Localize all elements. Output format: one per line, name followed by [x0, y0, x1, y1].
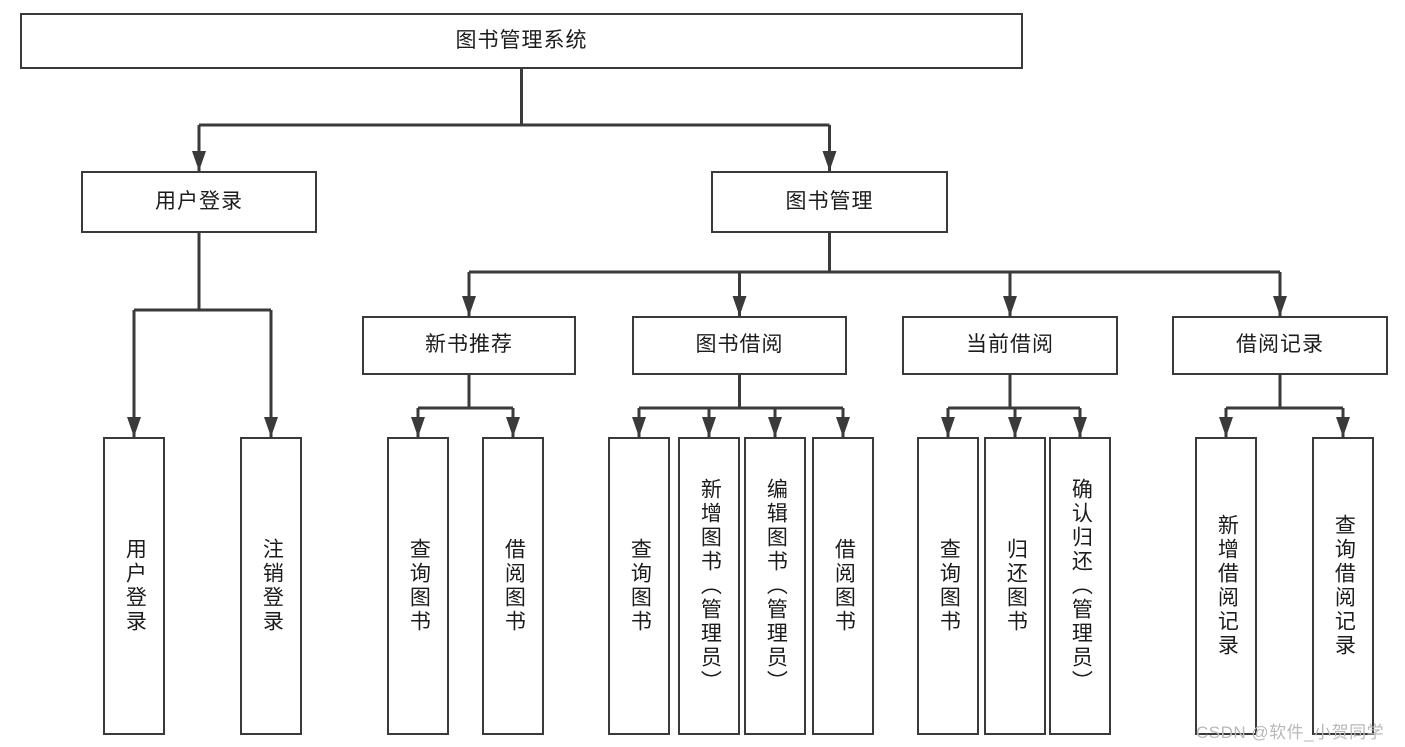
- node-root[interactable]: 图书管理系统: [20, 13, 1023, 69]
- edge-arrowhead: [192, 151, 206, 171]
- node-label-borrow-record: 借阅记录: [1236, 333, 1324, 357]
- node-label-user-login: 用户登录: [155, 189, 243, 213]
- edge-arrowhead: [506, 417, 520, 437]
- node-label-leaf-return-book: 归还图书: [1004, 538, 1028, 634]
- node-label-leaf-add-book: 新增图书（管理员）: [698, 478, 722, 694]
- node-leaf-query-record[interactable]: 查询借阅记录: [1312, 437, 1374, 735]
- node-label-book-borrow: 图书借阅: [695, 333, 784, 357]
- node-leaf-edit-book[interactable]: 编辑图书（管理员）: [744, 437, 806, 735]
- node-book-manage[interactable]: 图书管理: [711, 171, 948, 233]
- node-leaf-return-book[interactable]: 归还图书: [984, 437, 1046, 735]
- edge-arrowhead: [836, 417, 850, 437]
- edge-arrowhead: [632, 417, 646, 437]
- node-leaf-query-book-1[interactable]: 查询图书: [387, 437, 449, 735]
- node-label-leaf-confirm-return: 确认归还（管理员）: [1069, 478, 1093, 694]
- edge-arrowhead: [411, 417, 425, 437]
- node-label-leaf-query-record: 查询借阅记录: [1332, 514, 1356, 658]
- edge-arrowhead: [732, 296, 747, 316]
- edge-arrowhead: [1219, 417, 1233, 437]
- edge-arrowhead: [822, 151, 837, 171]
- node-leaf-confirm-return[interactable]: 确认归还（管理员）: [1049, 437, 1111, 735]
- node-label-leaf-borrow-book-2: 借阅图书: [832, 538, 856, 634]
- node-leaf-add-record[interactable]: 新增借阅记录: [1195, 437, 1257, 735]
- node-leaf-query-book-3[interactable]: 查询图书: [917, 437, 979, 735]
- node-leaf-borrow-book-1[interactable]: 借阅图书: [482, 437, 544, 735]
- node-label-current-borrow: 当前借阅: [966, 333, 1054, 357]
- node-label-new-book-rec: 新书推荐: [425, 333, 513, 357]
- node-book-borrow[interactable]: 图书借阅: [632, 316, 847, 375]
- node-label-leaf-query-book-1: 查询图书: [407, 538, 431, 634]
- node-label-leaf-logout: 注销登录: [260, 538, 284, 634]
- edge-arrowhead: [264, 417, 278, 437]
- node-label-leaf-query-book-2: 查询图书: [628, 538, 652, 634]
- node-new-book-rec[interactable]: 新书推荐: [362, 316, 576, 375]
- edge-arrowhead: [1273, 296, 1287, 316]
- node-user-login[interactable]: 用户登录: [81, 171, 317, 233]
- node-leaf-add-book[interactable]: 新增图书（管理员）: [678, 437, 740, 735]
- node-label-leaf-user-login: 用户登录: [123, 538, 147, 634]
- node-borrow-record[interactable]: 借阅记录: [1172, 316, 1388, 375]
- edge-arrowhead: [702, 417, 716, 437]
- node-label-leaf-borrow-book-1: 借阅图书: [502, 538, 526, 634]
- node-label-book-manage: 图书管理: [785, 189, 874, 213]
- edge-arrowhead: [1073, 417, 1087, 437]
- node-leaf-borrow-book-2[interactable]: 借阅图书: [812, 437, 874, 735]
- csdn-watermark: CSDN @软件_小贺同学: [1196, 723, 1385, 742]
- node-label-root: 图书管理系统: [455, 28, 588, 52]
- edge-arrowhead: [127, 417, 141, 437]
- node-leaf-user-login[interactable]: 用户登录: [103, 437, 165, 735]
- node-label-leaf-add-record: 新增借阅记录: [1215, 514, 1239, 658]
- node-label-leaf-query-book-3: 查询图书: [937, 538, 961, 634]
- node-leaf-query-book-2[interactable]: 查询图书: [608, 437, 670, 735]
- edge-arrowhead: [1336, 417, 1350, 437]
- node-label-leaf-edit-book: 编辑图书（管理员）: [764, 478, 788, 694]
- edge-arrowhead: [1008, 417, 1022, 437]
- edge-arrowhead: [462, 296, 476, 316]
- edge-arrowhead: [941, 417, 955, 437]
- edge-arrowhead: [1003, 296, 1017, 316]
- node-current-borrow[interactable]: 当前借阅: [902, 316, 1118, 375]
- node-leaf-logout[interactable]: 注销登录: [240, 437, 302, 735]
- edge-arrowhead: [768, 417, 782, 437]
